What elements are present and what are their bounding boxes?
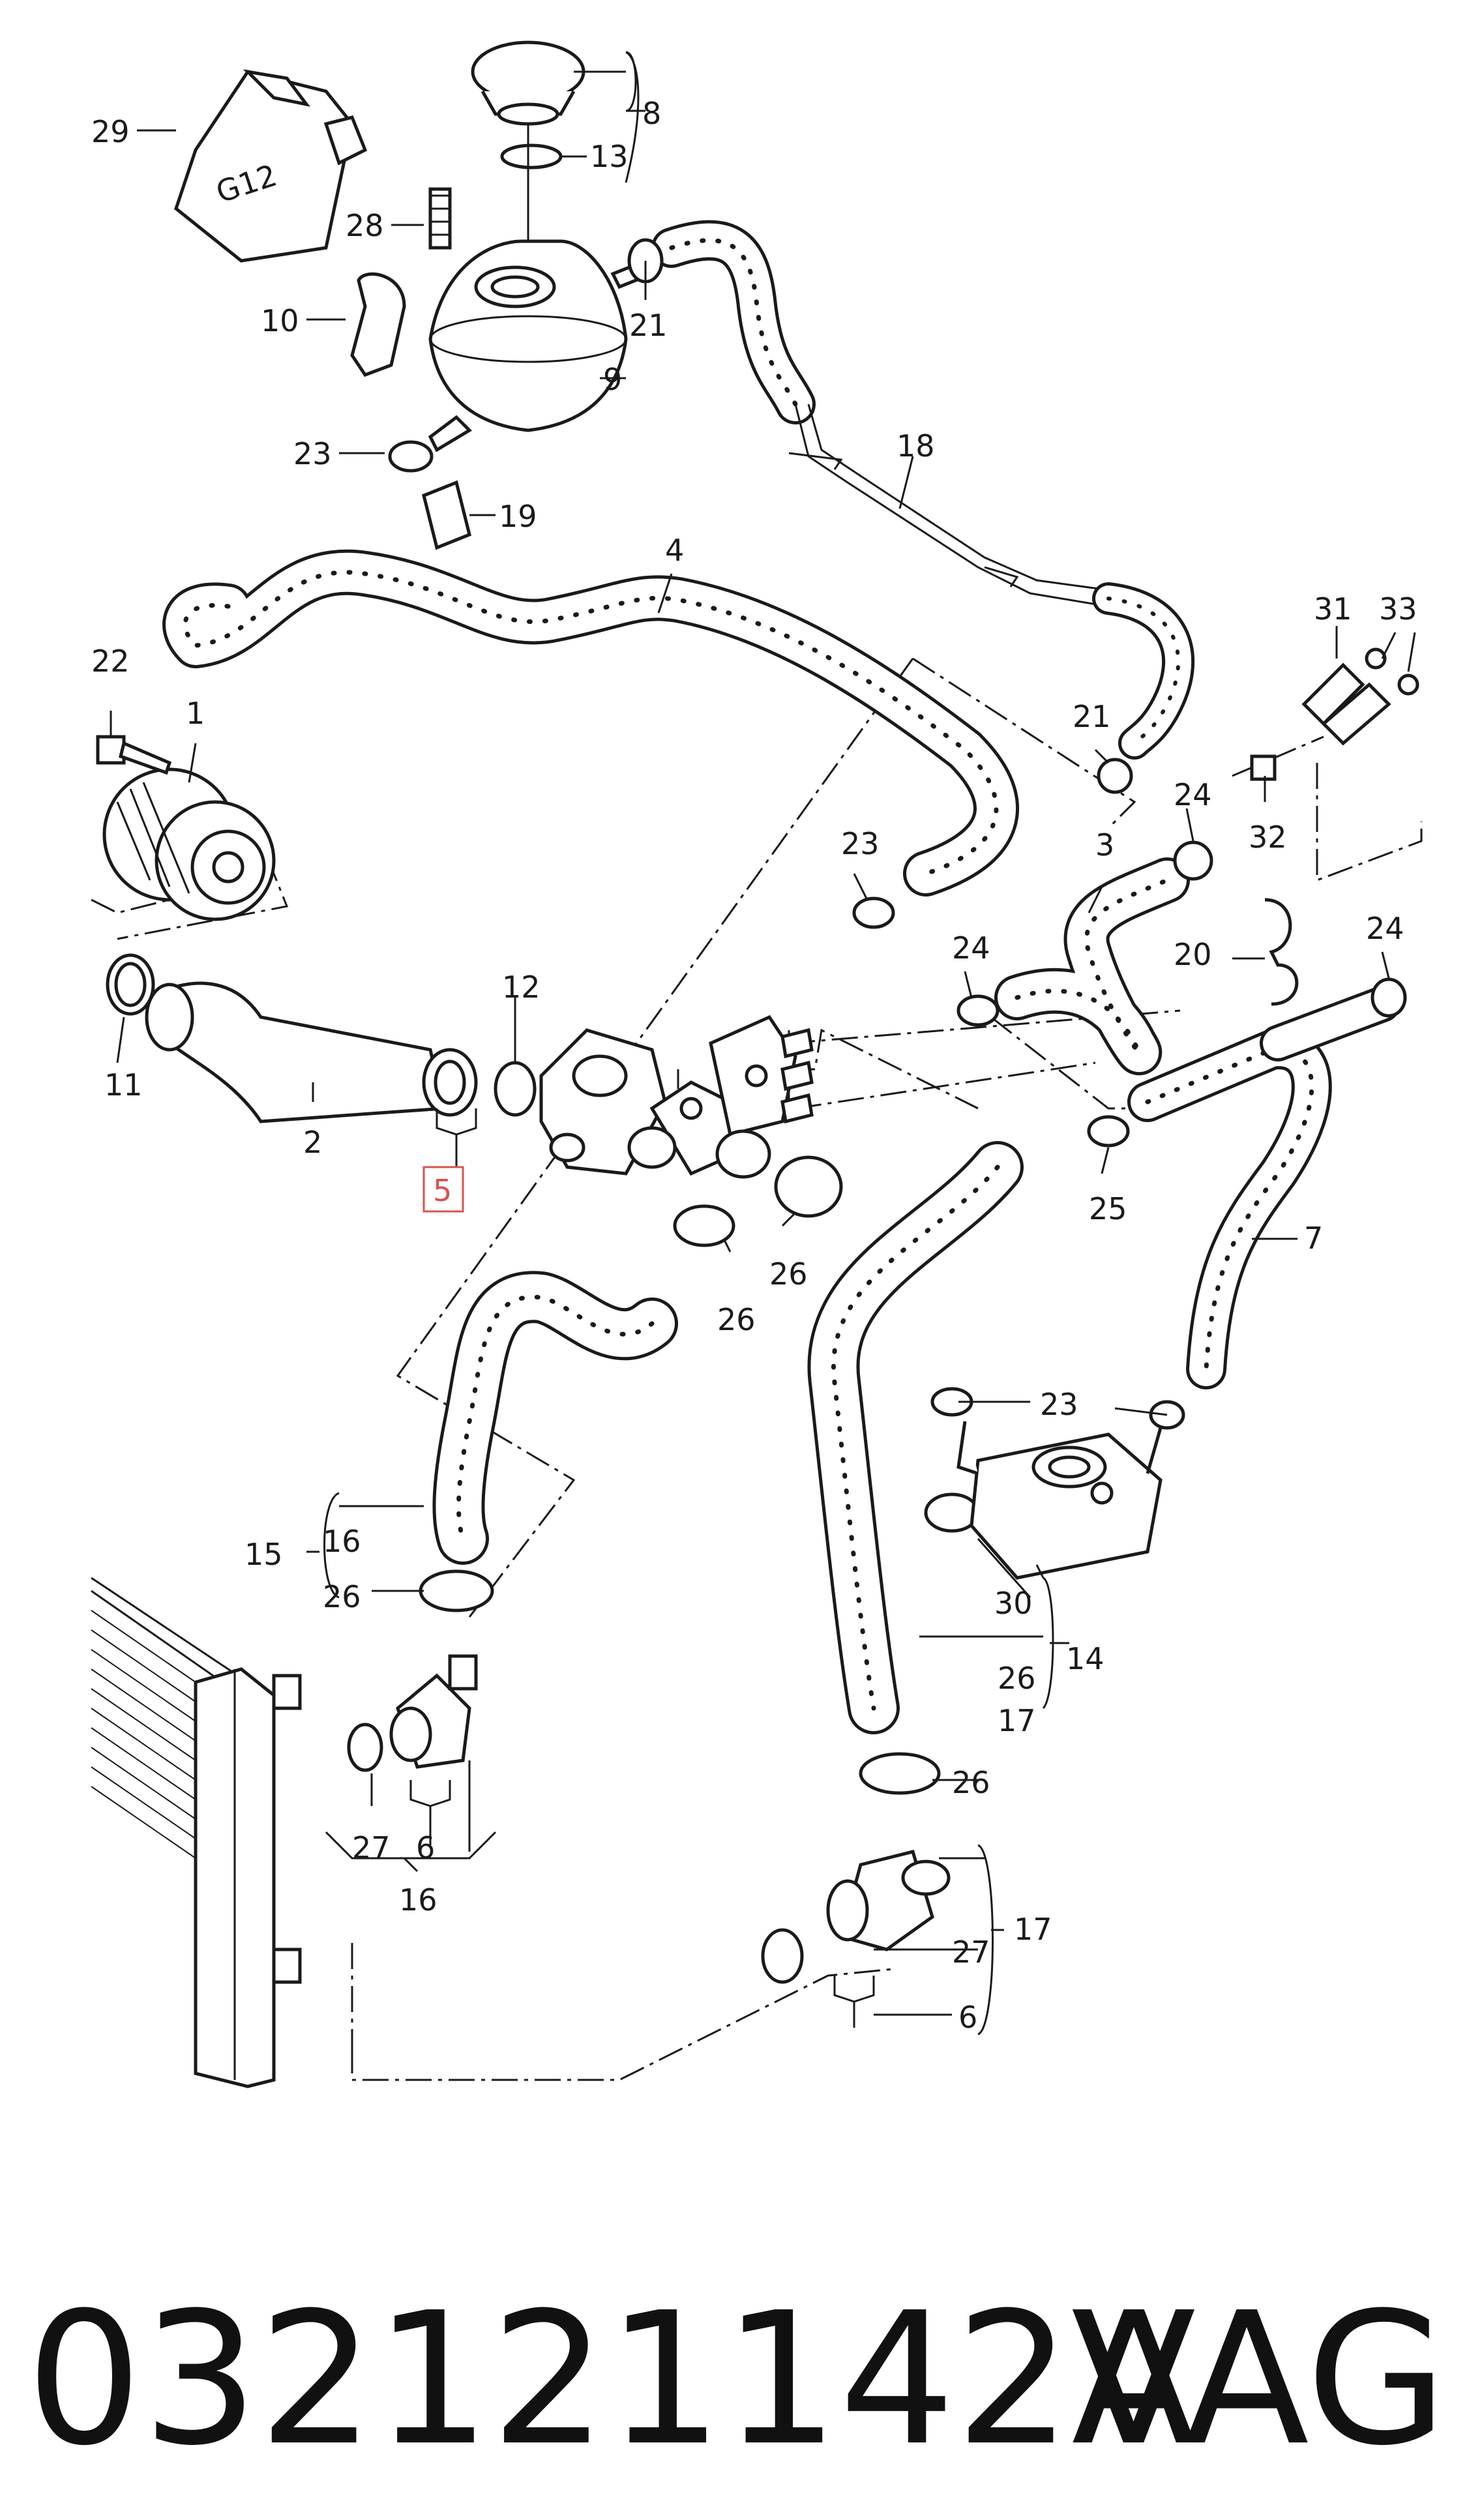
bracket-10 [350,272,406,378]
callout-15: 15 [244,1537,283,1572]
callout-22: 22 [91,644,130,679]
hose-clamps [388,238,1407,1795]
callout-12: 12 [502,970,541,1005]
hose-3 [994,857,1190,1076]
filler-cap [471,40,585,126]
callout-18: 18 [896,428,935,464]
clip-6-right [833,1976,875,2028]
callout-6-a: 6 [416,1830,435,1865]
part-footer: 032121142A VAG [26,2269,1447,2491]
callout-21-mid: 21 [1073,699,1111,734]
callout-9: 9 [603,362,622,397]
callout-21-top: 21 [629,308,668,343]
hose-4-upper-vent [162,549,1019,897]
callout-6-b: 6 [958,2000,977,2035]
callout-24-top: 24 [1174,777,1212,812]
connector-16 [389,1654,478,1769]
leader-lines [110,51,1416,2036]
callout-33: 33 [1379,591,1417,627]
oil-cooler [956,1421,1163,1580]
bleed-screw-28 [428,187,452,250]
callout-1: 1 [186,696,205,731]
connectors-right [1250,647,1419,1006]
callout-25: 25 [1089,1191,1127,1226]
callout-8: 8 [642,96,661,131]
callout-24-mid: 24 [952,930,990,966]
callout-7: 7 [1304,1221,1323,1256]
coolant-pipe-2 [145,981,478,1123]
callout-26-c: 26 [323,1579,361,1614]
callout-27-a: 27 [352,1830,391,1865]
pipe-18 [788,404,1109,608]
callout-30: 30 [994,1586,1033,1621]
callout-labels: 29 8 13 28 10 21 9 18 23 19 4 31 33 22 1… [91,96,1417,2035]
expansion-tank [428,239,655,452]
o-ring-13 [500,143,563,170]
clip-6-left [409,1780,451,1832]
callout-5: 5 [433,1173,452,1208]
callout-13: 13 [590,139,629,174]
o-ring-27-left [347,1723,383,1772]
bolt-22 [96,735,172,775]
part-number: 032121142A [26,2274,1196,2486]
callout-14: 14 [1066,1641,1104,1676]
callout-26-d: 26 [998,1661,1036,1696]
o-ring-12 [494,1061,537,1117]
callout-26-b: 26 [717,1302,756,1337]
callout-23-mid: 23 [841,826,880,861]
callout-29: 29 [91,114,130,149]
hose-7 [1127,986,1400,1389]
clip-19 [422,480,471,550]
callout-10: 10 [261,303,299,338]
callout-17-a: 17 [998,1703,1036,1738]
highlighted-callout-5[interactable]: 5 [422,1166,464,1213]
callout-19: 19 [499,499,537,534]
coolant-bottle-g12: G12 [174,69,368,263]
callout-26-e: 26 [952,1765,990,1800]
callout-16-a: 16 [323,1524,361,1559]
callout-31: 31 [1314,591,1352,627]
callout-32: 32 [1249,820,1287,855]
callout-27-b: 27 [952,1934,990,1970]
callout-11: 11 [104,1067,143,1103]
callout-2: 2 [303,1125,322,1160]
callout-20: 20 [1174,937,1212,972]
hose-expansion-tank-outlet [651,220,816,424]
o-ring-27-right [761,1928,804,1984]
callout-28: 28 [346,208,384,243]
hose-15 [432,1271,678,1565]
hose-14 [807,1141,1024,1734]
callout-17-b: 17 [1014,1912,1052,1947]
radiator [91,1577,302,2088]
water-pump [102,767,276,921]
brand-name: VAG [1071,2274,1447,2486]
coolant-flange-housing [539,1015,814,1179]
connector-17 [826,1849,951,1951]
callout-4: 4 [665,533,684,568]
callout-23-top: 23 [293,436,332,471]
callout-3: 3 [1095,827,1114,863]
hose-18-end [1092,582,1195,760]
callout-24-right: 24 [1366,911,1404,946]
callout-16-b: 16 [399,1882,437,1918]
exploded-parts-diagram: G12 [91,40,1423,2088]
callout-26-a: 26 [769,1256,808,1292]
callout-23-low: 23 [1040,1387,1078,1422]
clip-6-mid [436,1108,477,1167]
